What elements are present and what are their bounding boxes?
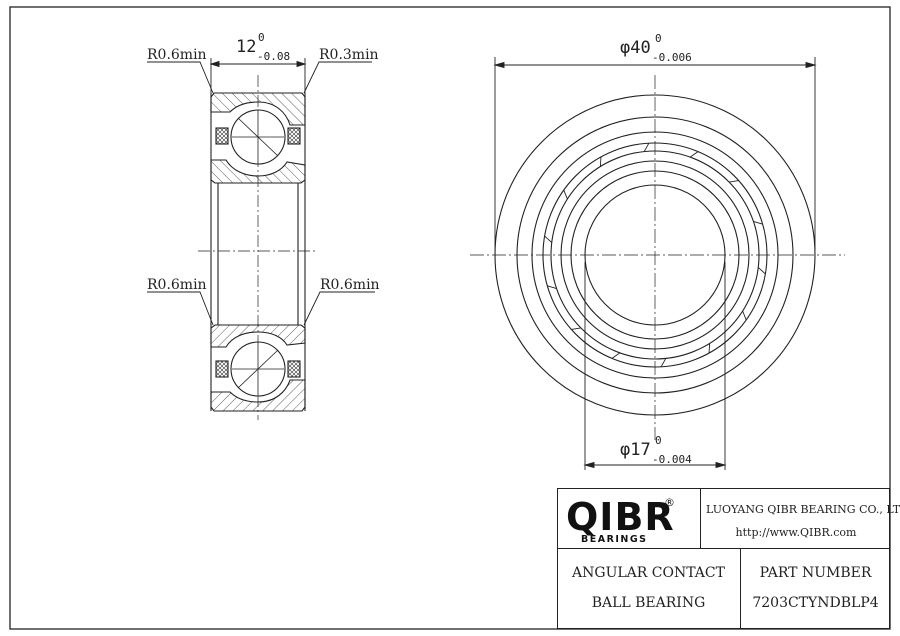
cage-tick xyxy=(729,180,739,183)
bore-dimension xyxy=(583,262,727,470)
cage-tick xyxy=(689,151,699,158)
part-number-value: 7203CTYNDBLP4 xyxy=(752,595,879,611)
od-dim-lower: -0.006 xyxy=(652,51,692,64)
title-block-divider-h xyxy=(557,548,890,549)
bore-dim-lower: -0.004 xyxy=(652,453,692,466)
cage-tick xyxy=(547,285,557,290)
radius-label-bottom-right: R0.6min xyxy=(320,277,380,293)
bore-dim-value: φ17 xyxy=(620,440,651,460)
title-block xyxy=(557,488,890,629)
cage-tick xyxy=(571,327,581,330)
radius-leaders xyxy=(147,61,375,326)
cage-tick xyxy=(611,352,621,359)
width-dim-value: 12 xyxy=(236,37,256,57)
width-dim-upper: 0 xyxy=(258,31,265,44)
part-number-label: PART NUMBER xyxy=(759,565,872,581)
radius-label-top-left: R0.6min xyxy=(147,47,207,63)
cage-tick xyxy=(660,358,667,368)
section-top xyxy=(210,92,306,184)
width-dimension xyxy=(209,58,307,93)
cage-tick xyxy=(544,235,553,243)
cage-ticks xyxy=(544,142,766,368)
width-dim-lower: -0.08 xyxy=(257,50,290,63)
company-name: LUOYANG QIBR BEARING CO., LTD xyxy=(706,503,900,516)
front-centerlines xyxy=(470,75,845,440)
radius-label-bottom-left: R0.6min xyxy=(147,277,207,293)
section-bottom xyxy=(210,324,306,412)
cage-tick xyxy=(753,220,763,225)
cage-tick xyxy=(563,189,568,200)
title-block-divider-bottom xyxy=(740,548,741,629)
part-description-line1: ANGULAR CONTACT xyxy=(572,565,725,581)
od-dim-upper: 0 xyxy=(655,32,662,45)
title-block-divider-logo xyxy=(700,488,701,548)
radius-label-top-right: R0.3min xyxy=(319,47,379,63)
part-description-line2: BALL BEARING xyxy=(591,595,706,611)
cage-tick xyxy=(757,267,766,275)
logo-subtitle: BEARINGS xyxy=(581,534,648,545)
registered-mark-icon: ® xyxy=(664,496,675,509)
cage-tick xyxy=(643,142,650,152)
company-logo: QIBR xyxy=(566,495,675,539)
cage-tick xyxy=(708,343,711,354)
cage-tick xyxy=(599,156,602,167)
company-website[interactable]: http://www.QIBR.com xyxy=(735,526,857,539)
bore-dim-upper: 0 xyxy=(655,434,662,447)
od-dimension xyxy=(493,57,817,250)
cage-tick xyxy=(742,310,747,321)
drawing-border xyxy=(9,6,891,630)
od-dim-value: φ40 xyxy=(620,38,651,58)
